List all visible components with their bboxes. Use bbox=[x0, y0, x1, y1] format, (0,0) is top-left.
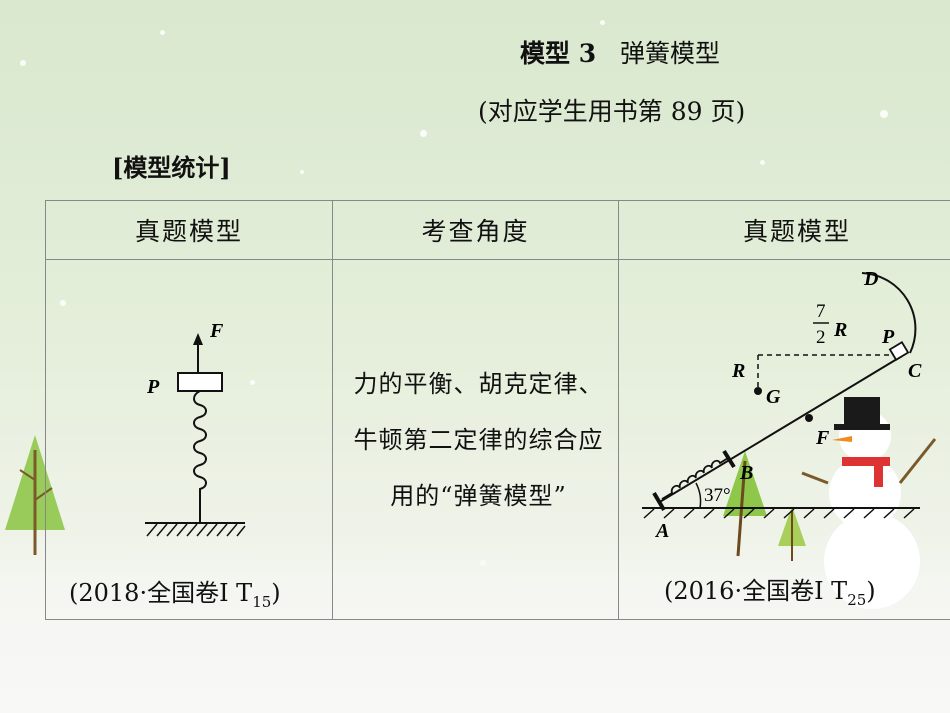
page-subtitle: (对应学生用书第 89 页) bbox=[478, 97, 746, 126]
left-figure-cell: F P bbox=[45, 259, 333, 620]
point-F-label: F bbox=[815, 427, 830, 449]
caption-sub: 15 bbox=[252, 592, 272, 611]
right-source-caption: (2016·全国卷Ⅰ T25) bbox=[664, 571, 876, 609]
point-G-label: G bbox=[766, 386, 781, 408]
title-rest: 弹簧模型 bbox=[619, 39, 720, 68]
right-figure-cell: 37° F B A D P C bbox=[618, 259, 950, 620]
snowflake bbox=[420, 130, 427, 137]
caption-sub: 25 bbox=[847, 590, 867, 609]
snowflake bbox=[600, 20, 605, 25]
angle-label: 37° bbox=[704, 485, 731, 506]
snowflake bbox=[760, 160, 765, 165]
point-D-label: D bbox=[863, 268, 878, 290]
column-header: 真题模型 bbox=[618, 200, 950, 260]
description-cell: 力的平衡、胡克定律、牛顿第二定律的综合应用的“弹簧模型” bbox=[332, 259, 619, 620]
point-C-label: C bbox=[908, 360, 922, 382]
caption-end: ) bbox=[271, 579, 281, 607]
table-header-row: 真题模型 考查角度 真题模型 bbox=[45, 200, 950, 260]
left-source-caption: (2018·全国卷Ⅰ T15) bbox=[69, 573, 281, 611]
snowflake bbox=[20, 60, 26, 66]
fraction-denominator: 2 bbox=[816, 327, 826, 348]
section-label: [模型统计] bbox=[112, 153, 231, 182]
point-A-label: A bbox=[654, 520, 669, 542]
snowflake bbox=[160, 30, 165, 35]
snowflake bbox=[300, 170, 304, 174]
column-header: 考查角度 bbox=[332, 200, 619, 260]
fraction-R-label: R bbox=[833, 319, 847, 341]
table-row: F P bbox=[45, 259, 950, 620]
column-header: 真题模型 bbox=[45, 200, 333, 260]
model-table: 真题模型 考查角度 真题模型 F P bbox=[45, 200, 950, 620]
title-bold: 模型 3 bbox=[520, 39, 597, 68]
fraction-numerator: 7 bbox=[816, 301, 826, 322]
point-B-label: B bbox=[739, 462, 753, 484]
spring-diagram-left: F P bbox=[145, 320, 246, 537]
snowflake bbox=[880, 110, 888, 118]
force-label: F bbox=[209, 320, 224, 342]
page-title: 模型 3 弹簧模型 bbox=[0, 34, 950, 70]
point-P-label: P bbox=[881, 326, 895, 348]
caption-text: (2018·全国卷Ⅰ T bbox=[69, 579, 253, 607]
block-label: P bbox=[146, 376, 160, 398]
radius-label: R bbox=[731, 360, 745, 382]
spring-diagram-right: 37° F B A D P C bbox=[642, 268, 937, 609]
caption-end: ) bbox=[866, 577, 876, 605]
caption-text: (2016·全国卷Ⅰ T bbox=[664, 577, 848, 605]
